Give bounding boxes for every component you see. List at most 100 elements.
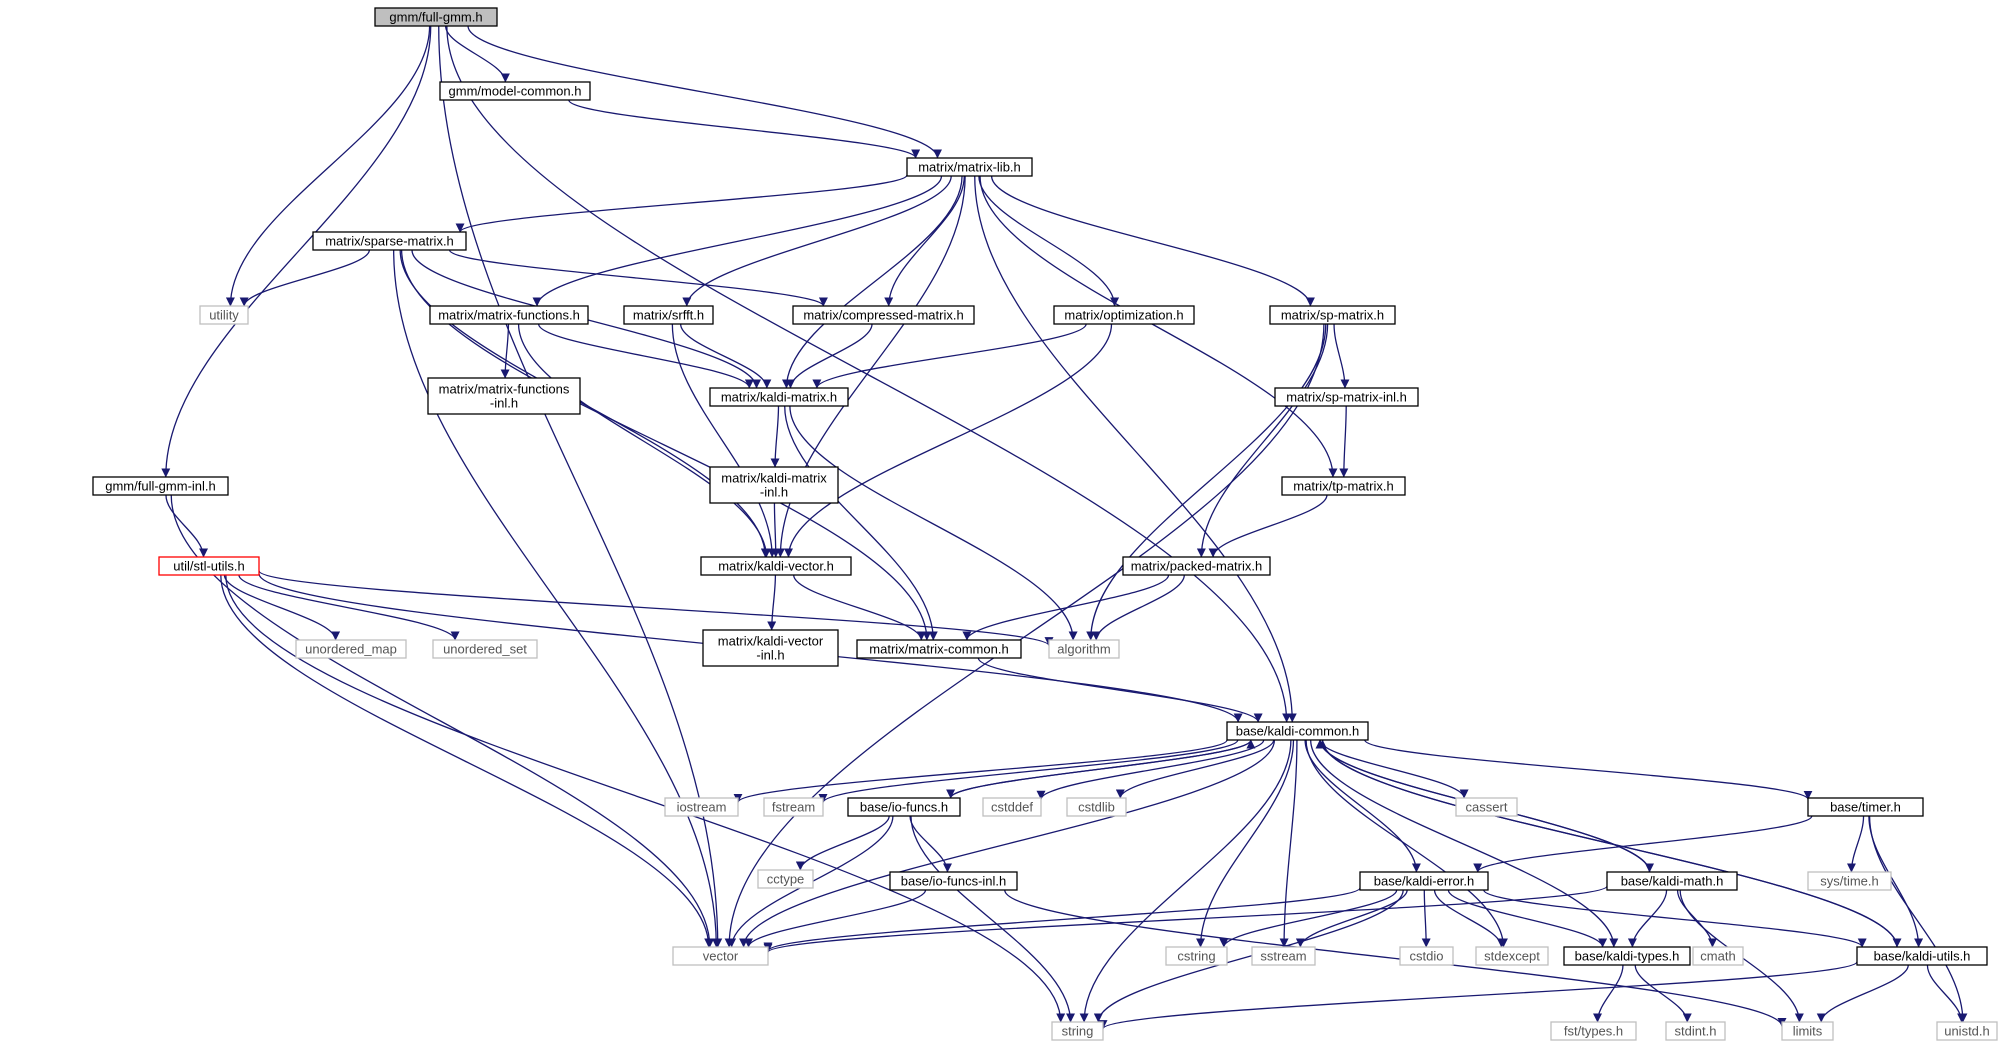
node-matrix-common[interactable]: matrix/matrix-common.h [856,639,1022,659]
node-sys-time[interactable]: sys/time.h [1807,871,1892,891]
node-io-funcs[interactable]: base/io-funcs.h [847,797,961,817]
node-cstdio[interactable]: cstdio [1399,946,1454,966]
node-sp-matrix-inl[interactable]: matrix/sp-matrix-inl.h [1274,387,1419,407]
node-cstring[interactable]: cstring [1165,946,1228,966]
node-model-common[interactable]: gmm/model-common.h [439,81,591,101]
edge-kaldi-common-to-fstream [818,739,1239,804]
node-cmath[interactable]: cmath [1692,946,1744,966]
edge-optimization-to-kaldi-vector [784,323,1113,558]
edge [733,739,1228,803]
node-stdexcept[interactable]: stdexcept [1475,946,1549,966]
node-sparse-matrix[interactable]: matrix/sparse-matrix.h [312,231,467,251]
edge [448,249,828,307]
edge [1219,889,1398,948]
node-kaldi-utils[interactable]: base/kaldi-utils.h [1856,946,1988,966]
node-label: cstdlib [1078,800,1115,815]
node-utility[interactable]: utility [199,305,249,325]
edge-kaldi-matrix-to-matrix-common [784,405,938,641]
edge-kaldi-matrix-to-kaldi-matrix-inl [770,405,780,468]
node-kaldi-matrix[interactable]: matrix/kaldi-matrix.h [709,387,849,407]
edge-matrix-functions-to-kaldi-matrix [537,323,754,389]
node-matrix-functions[interactable]: matrix/matrix-functions.h [429,305,589,325]
edge [238,574,460,641]
node-full-gmm[interactable]: gmm/full-gmm.h [374,7,498,27]
node-sstream[interactable]: sstream [1251,946,1316,966]
node-packed-matrix[interactable]: matrix/packed-matrix.h [1122,556,1271,576]
node-srfft[interactable]: matrix/srfft.h [623,305,714,325]
node-iostream[interactable]: iostream [664,797,739,817]
node-box [709,387,849,407]
node-stl-utils[interactable]: util/stl-utils.h [158,556,260,576]
edge-kaldi-common-to-iostream [733,739,1228,803]
node-label: iostream [677,800,727,815]
node-algorithm[interactable]: algorithm [1048,639,1120,659]
node-label: unordered_set [443,642,527,657]
node-kaldi-error[interactable]: base/kaldi-error.h [1359,871,1489,891]
node-vector[interactable]: vector [672,946,769,966]
edge [979,175,1338,478]
node-stdint[interactable]: stdint.h [1665,1021,1726,1041]
node-kaldi-vector[interactable]: matrix/kaldi-vector.h [700,556,852,576]
node-unistd[interactable]: unistd.h [1936,1021,1998,1041]
node-label: sys/time.h [1820,874,1879,889]
edge-io-funcs-to-string [910,815,1076,1023]
node-compressed-matrix[interactable]: matrix/compressed-matrix.h [792,305,975,325]
node-tp-matrix[interactable]: matrix/tp-matrix.h [1281,476,1406,496]
node-full-gmm-inl[interactable]: gmm/full-gmm-inl.h [92,476,229,496]
edge [763,887,1361,952]
node-io-funcs-inl[interactable]: base/io-funcs-inl.h [889,871,1018,891]
edge [220,574,714,948]
node-label: matrix/kaldi-matrix.h [721,390,837,405]
edge [744,889,927,948]
edge [1433,889,1506,948]
node-kaldi-types[interactable]: base/kaldi-types.h [1563,946,1691,966]
node-matrix-lib[interactable]: matrix/matrix-lib.h [906,157,1033,177]
node-cstdlib[interactable]: cstdlib [1066,797,1127,817]
node-cctype[interactable]: cctype [757,869,814,889]
edge [444,25,510,83]
edge [679,323,772,389]
node-label: base/kaldi-error.h [1374,874,1474,889]
node-cstddef[interactable]: cstddef [982,797,1042,817]
node-box [700,556,852,576]
edge [793,574,926,641]
node-optimization[interactable]: matrix/optimization.h [1053,305,1195,325]
node-kaldi-vector-inl[interactable]: matrix/kaldi-vector-inl.h [702,629,839,667]
node-string[interactable]: string [1051,1021,1104,1041]
node-kaldi-common[interactable]: base/kaldi-common.h [1226,721,1369,741]
node-box [1165,946,1228,966]
node-label: algorithm [1057,642,1110,657]
node-unordered-map[interactable]: unordered_map [295,639,407,659]
node-label: gmm/model-common.h [449,84,582,99]
node-cassert[interactable]: cassert [1455,797,1518,817]
node-box [856,639,1022,659]
edge [1816,964,1909,1023]
edge [1196,323,1329,558]
edge-sp-matrix-inl-to-tp-matrix [1339,405,1349,478]
edge-sp-matrix-to-vector [724,323,1325,948]
node-kaldi-matrix-inl[interactable]: matrix/kaldi-matrix-inl.h [709,466,839,504]
edge [1339,405,1349,478]
edge-tp-matrix-to-packed-matrix [1208,494,1328,558]
node-kaldi-math[interactable]: base/kaldi-math.h [1606,871,1738,891]
edge [223,574,341,641]
edge [500,323,510,379]
node-limits[interactable]: limits [1781,1021,1834,1041]
edge [1086,323,1327,641]
edge [784,405,938,641]
edge-full-gmm-to-model-common [444,25,510,83]
edge-io-funcs-to-cctype [795,815,890,871]
node-timer[interactable]: base/timer.h [1807,797,1924,817]
edge-srfft-to-kaldi-vector [671,323,777,558]
edge-matrix-lib-to-compressed-matrix [884,175,965,307]
edge-kaldi-error-to-cstring [1219,889,1398,948]
node-sp-matrix[interactable]: matrix/sp-matrix.h [1269,305,1396,325]
node-fstream[interactable]: fstream [763,797,824,817]
node-box [889,871,1018,891]
node-label: matrix/kaldi-vector.h [718,559,834,574]
node-fst-types[interactable]: fst/types.h [1550,1021,1637,1041]
node-matrix-functions-inl[interactable]: matrix/matrix-functions-inl.h [427,377,581,415]
node-label: base/kaldi-utils.h [1874,949,1971,964]
edge [682,175,952,307]
node-unordered-set[interactable]: unordered_set [432,639,538,659]
